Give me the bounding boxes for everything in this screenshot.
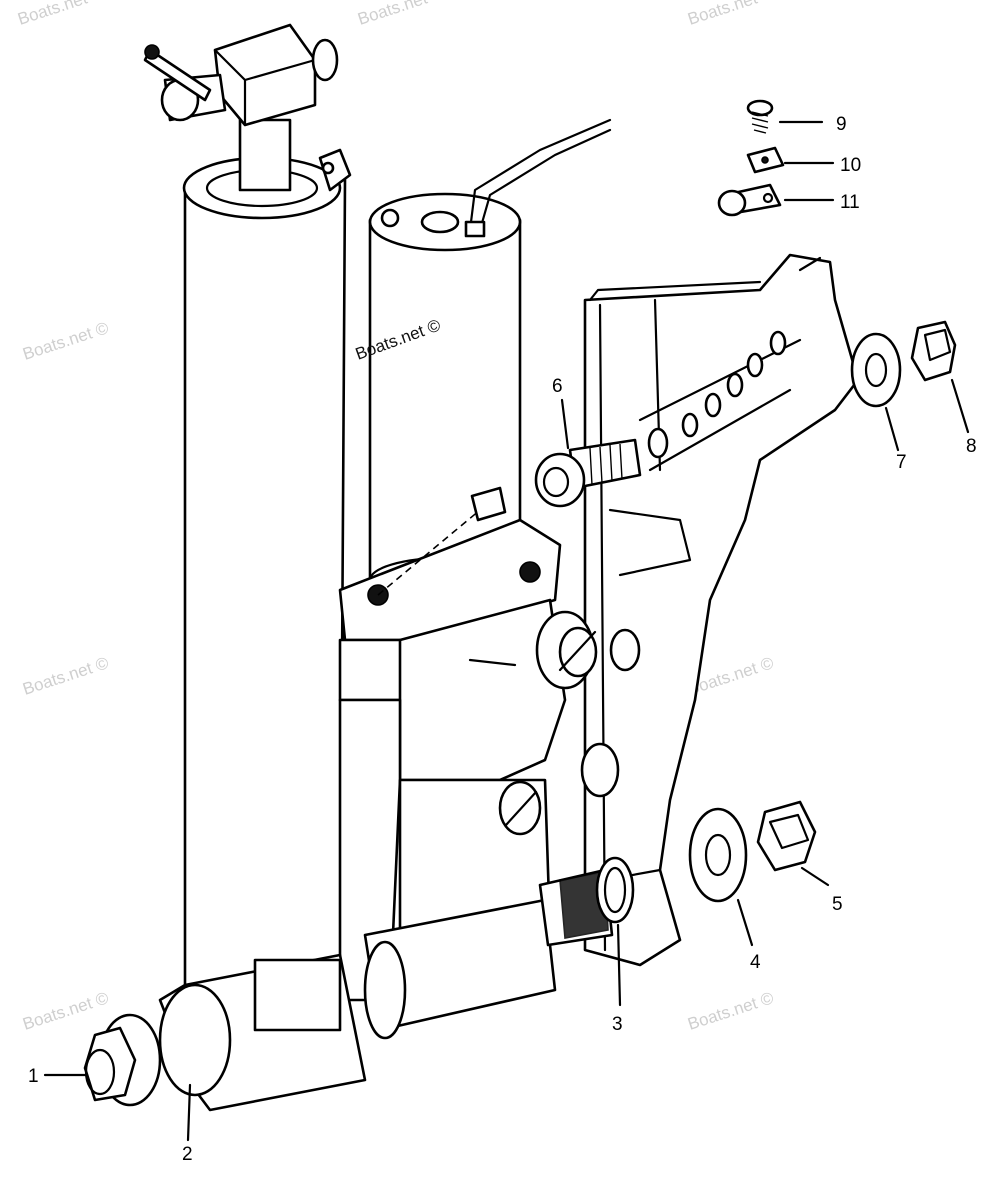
nut-1	[83, 1013, 162, 1107]
washer-7	[850, 332, 902, 408]
nut-5	[756, 800, 817, 872]
trim-cylinder	[182, 148, 352, 1002]
callout-7: 7	[896, 452, 907, 473]
callout-9: 9	[836, 114, 847, 135]
watermark: Boats.net ©	[355, 0, 446, 29]
washer-4	[688, 807, 748, 903]
callout-3: 3	[612, 1014, 623, 1035]
bolt-6	[534, 438, 642, 508]
callout-labels: 1 2 3 4 5 6 7 8 9 10 11	[28, 114, 977, 1165]
callout-4: 4	[750, 952, 761, 973]
screw-9	[746, 99, 774, 134]
callout-6: 6	[552, 376, 563, 397]
clip-nut-10	[746, 146, 785, 174]
callout-8: 8	[966, 436, 977, 457]
pump-motor	[368, 118, 612, 604]
transom-bracket	[580, 253, 860, 967]
lower-mount	[158, 856, 635, 1112]
watermark: Boats.net ©	[20, 318, 111, 364]
callout-5: 5	[832, 894, 843, 915]
watermark: Boats.net ©	[685, 988, 776, 1034]
watermark: Boats.net ©	[20, 988, 111, 1034]
callout-10: 10	[840, 155, 861, 176]
leader-lines	[43, 120, 970, 1142]
rod-fitting	[143, 23, 339, 192]
callout-2: 2	[182, 1144, 193, 1165]
callout-1: 1	[28, 1066, 39, 1087]
watermark: Boats.net ©	[20, 653, 111, 699]
valve-body	[338, 486, 598, 1002]
watermark: Boats.net ©	[685, 0, 776, 29]
clamp-11	[717, 183, 782, 217]
callout-11: 11	[840, 192, 860, 213]
nut-8	[910, 320, 957, 382]
watermark: Boats.net ©	[15, 0, 106, 29]
